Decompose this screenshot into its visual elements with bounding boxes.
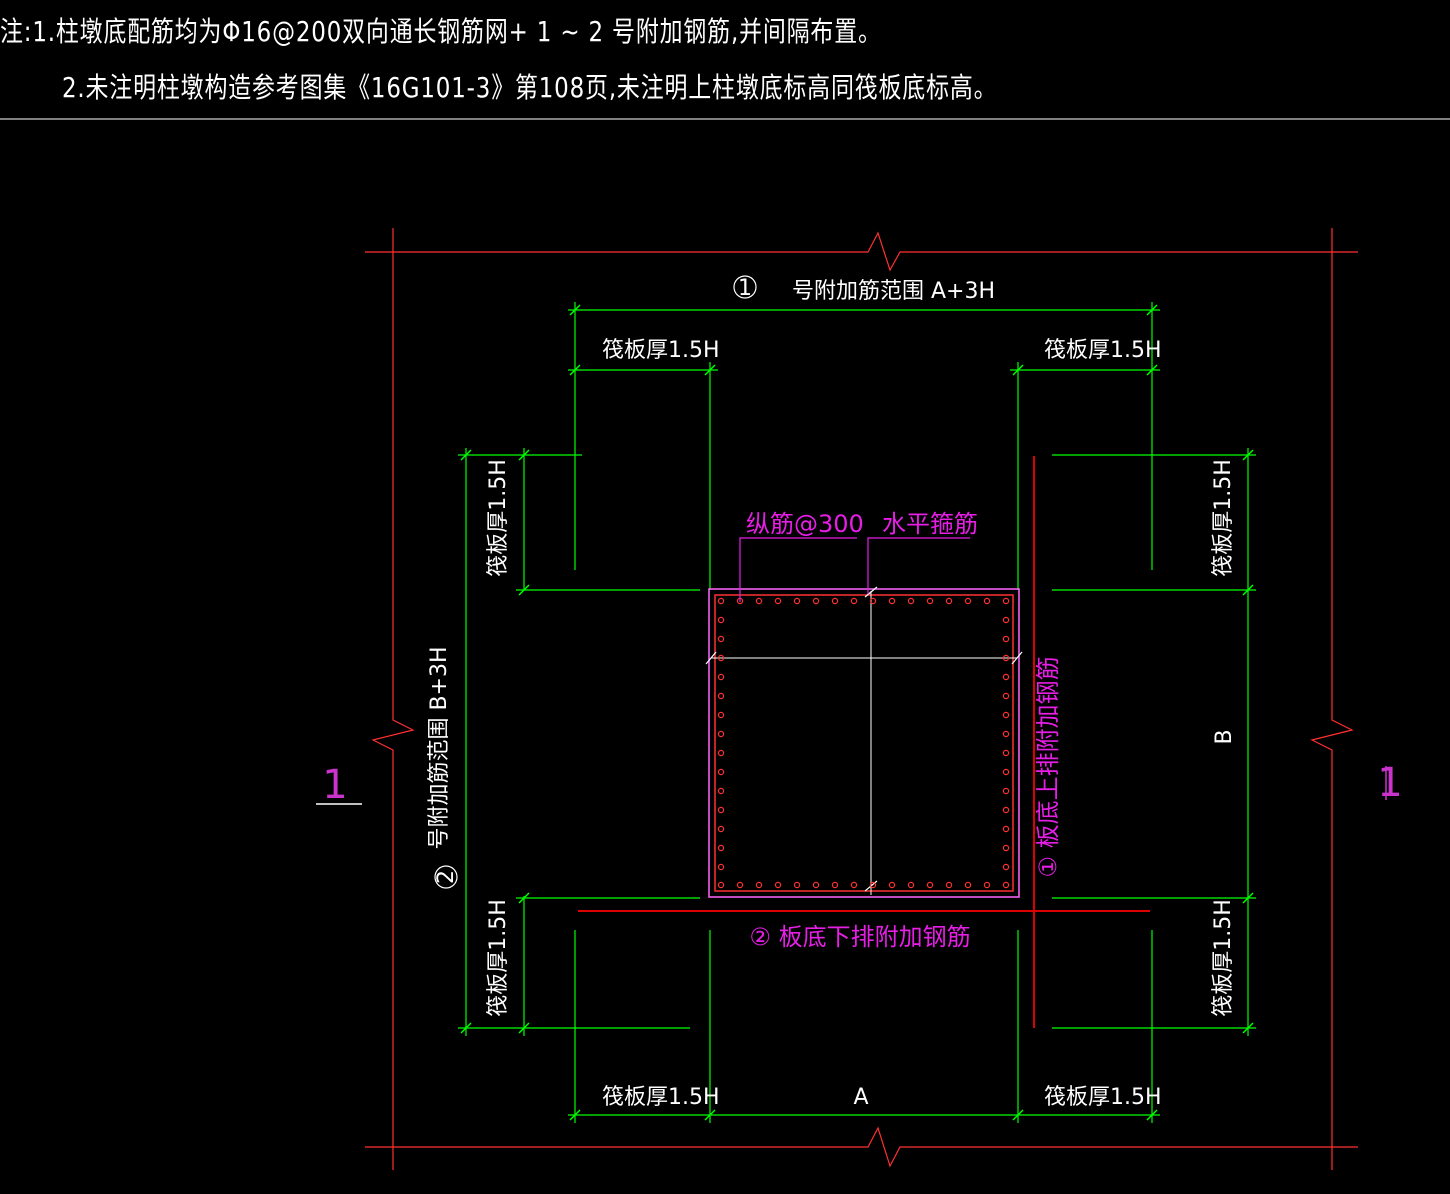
rebar-dot (831, 881, 839, 889)
rebar-dot (717, 806, 725, 814)
dimension-b: B (1212, 729, 1237, 744)
leader-lines (739, 537, 970, 602)
rebar-dot (717, 881, 725, 889)
rebar-dot (1002, 806, 1010, 814)
rebar-dot (1002, 863, 1010, 871)
raft-15h-right-bottom: 筏板厚1.5H (1211, 899, 1236, 1017)
rebar-dot (888, 597, 896, 605)
rebar-dot (926, 597, 934, 605)
rebar-dot (1002, 597, 1010, 605)
longitudinal-rebar-dots (717, 597, 1010, 889)
rebar-dot (1002, 844, 1010, 852)
rebar-dot (1002, 749, 1010, 757)
left-range-num: 2 (434, 870, 459, 884)
top-range-label: 号附加筋范围 A+3H (792, 279, 995, 304)
rebar-dot (850, 597, 858, 605)
rebar-dot (1002, 881, 1010, 889)
raft-15h-left-top: 筏板厚1.5H (486, 459, 511, 577)
rebar-dot (717, 673, 725, 681)
raft-15h-top-left: 筏板厚1.5H (602, 338, 720, 363)
rebar-dot (1002, 616, 1010, 624)
rebar-dot (907, 881, 915, 889)
rebar-dot (755, 881, 763, 889)
note-line-2: 2.未注明柱墩构造参考图集《16G101-3》第108页,未注明上柱墩底标高同筏… (62, 71, 998, 104)
rebar-dot (1002, 673, 1010, 681)
lower-rebar-label: ② 板底下排附加钢筋 (749, 923, 970, 951)
rebar-dot (717, 597, 725, 605)
rebar-dot (926, 881, 934, 889)
raft-15h-top-right: 筏板厚1.5H (1044, 338, 1162, 363)
rebar-dot (1002, 654, 1010, 662)
rebar-dot (945, 881, 953, 889)
rebar-dot (1002, 787, 1010, 795)
circle-2-left (434, 865, 458, 889)
rebar-dot (1002, 692, 1010, 700)
circle-1-top (733, 275, 757, 299)
rebar-dot (717, 844, 725, 852)
rebar-dot (717, 730, 725, 738)
rebar-dot (717, 863, 725, 871)
rebar-dot (717, 711, 725, 719)
dimension-lines (458, 302, 1256, 1123)
rebar-dot (793, 597, 801, 605)
rebar-dot (812, 597, 820, 605)
rebar-dot (812, 881, 820, 889)
section-label-right: 1 (1377, 760, 1402, 806)
rebar-dot (888, 881, 896, 889)
outer-frame (365, 228, 1358, 1170)
raft-15h-bottom-right: 筏板厚1.5H (1044, 1085, 1162, 1110)
left-range-label: 号附加筋范围 B+3H (427, 646, 452, 849)
top-range-num: 1 (738, 276, 752, 301)
rebar-dot (717, 768, 725, 776)
rebar-dot (717, 825, 725, 833)
section-label-left: 1 (322, 762, 347, 808)
note-line-1: 注:1.柱墩底配筋均为Φ16@200双向通长钢筋网+ 1 ~ 2 号附加钢筋,并… (0, 15, 882, 48)
rebar-dot (736, 881, 744, 889)
rebar-dot (774, 597, 782, 605)
horizontal-stirrup-label: 水平箍筋 (882, 510, 978, 538)
rebar-dot (793, 881, 801, 889)
dimension-a: A (853, 1085, 868, 1110)
rebar-dot (774, 881, 782, 889)
column-section (705, 586, 1023, 898)
rebar-dot (1002, 635, 1010, 643)
raft-15h-bottom-left: 筏板厚1.5H (602, 1085, 720, 1110)
rebar-dot (831, 597, 839, 605)
rebar-dot (869, 881, 877, 889)
raft-15h-left-bottom: 筏板厚1.5H (486, 899, 511, 1017)
rebar-dot (717, 692, 725, 700)
rebar-dot (945, 597, 953, 605)
rebar-dot (983, 597, 991, 605)
rebar-dot (964, 881, 972, 889)
rebar-dot (717, 616, 725, 624)
dimension-ticks (460, 304, 1254, 1121)
rebar-dot (907, 597, 915, 605)
rebar-dot (983, 881, 991, 889)
raft-15h-right-top: 筏板厚1.5H (1211, 459, 1236, 577)
rebar-dot (1002, 711, 1010, 719)
rebar-dot (717, 787, 725, 795)
rebar-dot (1002, 768, 1010, 776)
rebar-dot (869, 597, 877, 605)
rebar-dot (755, 597, 763, 605)
upper-rebar-label: ① 板底上排附加钢筋 (1034, 656, 1062, 877)
rebar-dot (850, 881, 858, 889)
rebar-dot (717, 635, 725, 643)
rebar-dot (1002, 825, 1010, 833)
rebar-dot (717, 749, 725, 757)
rebar-dot (1002, 730, 1010, 738)
rebar-dot (717, 654, 725, 662)
longitudinal-rebar-label: 纵筋@300 (746, 510, 864, 538)
rebar-dot (964, 597, 972, 605)
